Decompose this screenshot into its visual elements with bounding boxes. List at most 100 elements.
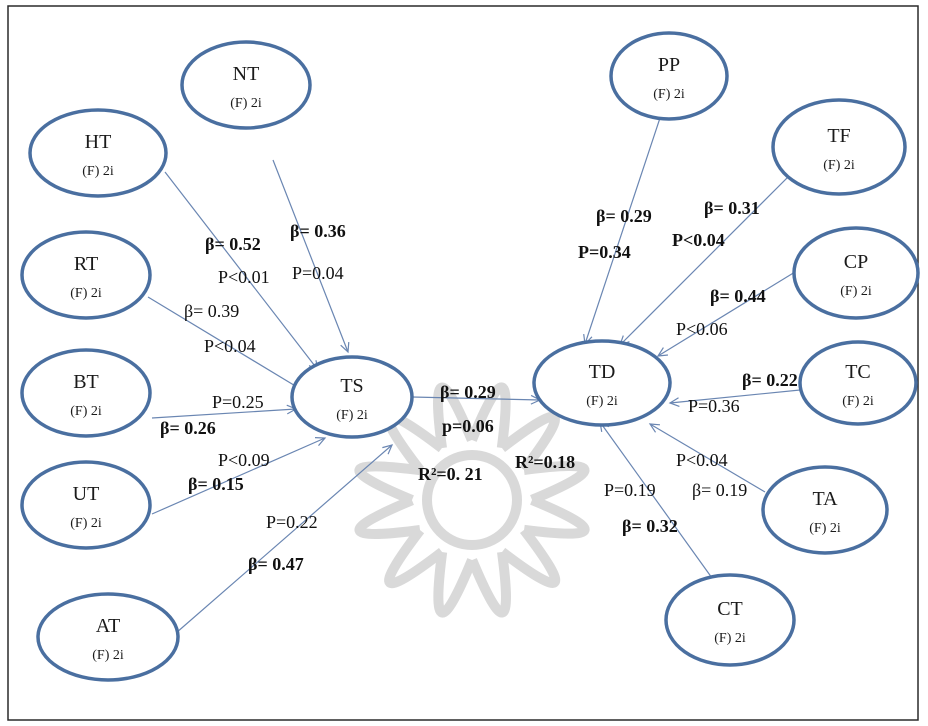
arrowhead: [668, 397, 680, 407]
path-tf-td: [619, 159, 806, 346]
arrowhead: [656, 347, 669, 357]
node-title: TC: [845, 361, 871, 383]
label-rt-p: P<0.04: [204, 336, 256, 356]
node-subtitle: (F) 2i: [842, 394, 874, 409]
label-ct-beta: β= 0.32: [622, 516, 678, 536]
node-subtitle: (F) 2i: [230, 96, 262, 111]
node-ellipse: [36, 592, 180, 682]
label-bt-p: P=0.25: [212, 392, 264, 412]
node-tf: TF(F) 2i: [771, 98, 907, 196]
watermark-petal: [523, 495, 590, 539]
node-title: CP: [844, 251, 868, 273]
label-ht-beta: β= 0.52: [205, 234, 261, 254]
arrowhead: [648, 423, 661, 433]
watermark-petal: [433, 382, 477, 449]
path-ta-td: [649, 423, 766, 493]
node-title: TD: [589, 361, 616, 383]
node-subtitle: (F) 2i: [809, 521, 841, 536]
node-ellipse: [798, 340, 918, 426]
node-ellipse: [20, 230, 152, 320]
label-tc-beta: β= 0.22: [742, 370, 798, 390]
label-cp-p: P<0.06: [676, 319, 728, 339]
label-at-beta: β= 0.47: [248, 554, 304, 574]
path-ct-td: [599, 421, 713, 579]
node-ellipse: [28, 108, 168, 198]
node-tc: TC (F) 2i: [798, 340, 918, 426]
node-ta: TA(F) 2i: [761, 465, 889, 555]
watermark-petal: [523, 461, 590, 505]
watermark-petal: [467, 382, 511, 449]
node-ct: CT (F) 2i: [664, 573, 796, 667]
node-at: AT(F) 2i: [36, 592, 180, 682]
labels-layer: β= 0.52P<0.01β= 0.36P=0.04β= 0.39P<0.04P…: [160, 198, 798, 574]
node-subtitle: (F) 2i: [82, 164, 114, 179]
label-ta-p: P<0.04: [676, 450, 728, 470]
label-tf-p: P<0.04: [672, 230, 725, 250]
node-ht: HT (F) 2i: [28, 108, 168, 198]
node-cp: CP (F) 2i: [792, 226, 920, 320]
node-title: BT: [73, 371, 99, 393]
label-td-r2: R²=0.18: [515, 452, 575, 472]
label-ts-r2: R²=0. 21: [418, 464, 483, 484]
node-title: CT: [717, 598, 743, 620]
path-rt-ts: [147, 296, 303, 391]
node-subtitle: (F) 2i: [336, 408, 368, 423]
path-nt-ts: [272, 159, 349, 353]
path-bt-ts: [151, 408, 297, 419]
label-ut-p: P<0.09: [218, 450, 270, 470]
label-ct-p: P=0.19: [604, 480, 656, 500]
node-rt: RT (F) 2i: [20, 230, 152, 320]
node-ellipse: [609, 31, 729, 121]
node-title: HT: [85, 131, 112, 153]
node-td: TD (F) 2i: [532, 339, 672, 427]
label-ts-beta: β= 0.29: [440, 382, 496, 402]
node-ellipse: [20, 460, 152, 550]
path-ts-td: [411, 396, 541, 401]
node-ellipse: [664, 573, 796, 667]
node-pp: PP(F) 2i: [609, 31, 729, 121]
node-ellipse: [290, 355, 414, 439]
label-rt-beta: β= 0.39: [184, 301, 239, 321]
node-ellipse: [532, 339, 672, 427]
node-ellipse: [180, 40, 312, 130]
label-ts-p: p=0.06: [442, 416, 494, 436]
node-subtitle: (F) 2i: [823, 158, 855, 173]
label-ut-beta: β= 0.15: [188, 474, 244, 494]
node-ts: TS (F) 2i: [290, 355, 414, 439]
path-cp-td: [657, 271, 796, 357]
label-tc-p: P=0.36: [688, 396, 740, 416]
watermark-petal: [384, 527, 446, 589]
node-subtitle: (F) 2i: [70, 286, 102, 301]
arrowhead: [340, 341, 350, 354]
node-subtitle: (F) 2i: [70, 404, 102, 419]
node-subtitle: (F) 2i: [586, 394, 618, 409]
node-ellipse: [771, 98, 907, 196]
watermark-center: [422, 450, 522, 550]
label-ht-p: P<0.01: [218, 267, 270, 287]
node-nt: NT(F) 2i: [180, 40, 312, 130]
nodes-layer: NT(F) 2i HT (F) 2i RT (F) 2i BT (F) 2i UT (F) 2i…: [20, 31, 920, 682]
watermark-petal: [499, 526, 561, 588]
node-subtitle: (F) 2i: [840, 284, 872, 299]
path-tc-td: [669, 389, 801, 404]
watermark-petal: [433, 551, 477, 618]
watermark-petal: [354, 461, 421, 505]
node-title: PP: [658, 54, 680, 76]
path-ht-ts: [164, 171, 319, 371]
node-title: UT: [73, 483, 100, 505]
node-title: AT: [96, 615, 120, 637]
label-pp-beta: β= 0.29: [596, 206, 652, 226]
watermark-petal: [498, 411, 560, 473]
node-subtitle: (F) 2i: [714, 631, 746, 646]
label-bt-beta: β= 0.26: [160, 418, 216, 438]
node-title: RT: [74, 253, 98, 275]
watermark-petal: [354, 495, 421, 539]
path-at-ts: [175, 444, 393, 634]
node-ut: UT (F) 2i: [20, 460, 152, 550]
node-subtitle: (F) 2i: [70, 516, 102, 531]
label-at-p: P=0.22: [266, 512, 318, 532]
node-ellipse: [792, 226, 920, 320]
node-ellipse: [20, 348, 152, 438]
node-title: TS: [340, 375, 363, 397]
arrowhead: [382, 444, 394, 455]
